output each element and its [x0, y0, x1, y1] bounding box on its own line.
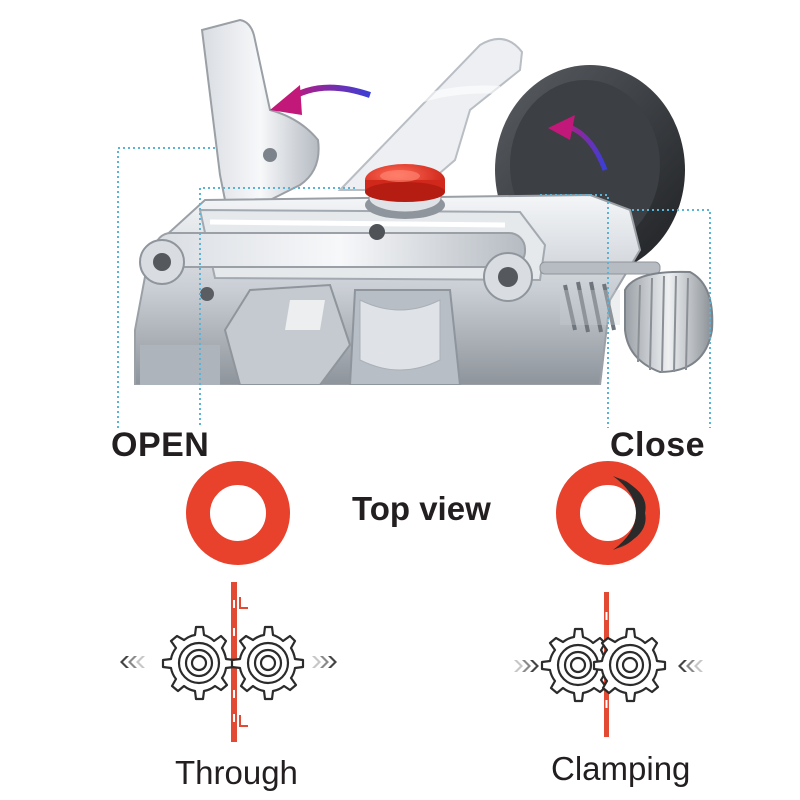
close-ring-icon — [556, 461, 660, 565]
open-ring-icon — [186, 461, 290, 565]
gear-icon — [161, 625, 236, 701]
guide-line-close — [632, 209, 711, 428]
clamping-label: Clamping — [551, 750, 691, 787]
top-view-diagram — [120, 461, 703, 742]
top-view-label: Top view — [352, 490, 491, 527]
double-chevron-right-icon — [514, 660, 539, 672]
guide-line-open-inner — [199, 187, 355, 428]
double-chevron-right-icon — [312, 656, 337, 668]
double-chevron-left-icon — [678, 660, 703, 672]
gear-icon — [592, 627, 667, 703]
guide-line-open — [117, 147, 215, 428]
close-label: Close — [610, 426, 706, 464]
through-label: Through — [175, 754, 298, 791]
gear-icon — [230, 625, 305, 701]
open-label: OPEN — [111, 426, 210, 464]
double-chevron-left-icon — [120, 656, 145, 668]
